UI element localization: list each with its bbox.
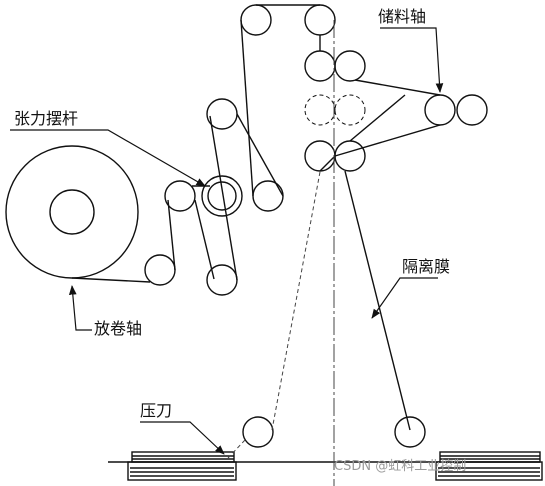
storage-shaft-leader bbox=[380, 27, 444, 93]
tension-arm-leader bbox=[10, 129, 206, 187]
press-knife-leader bbox=[140, 421, 225, 455]
centerlines bbox=[227, 20, 335, 486]
tension-arm bbox=[201, 175, 243, 217]
tension-arm-rollers bbox=[144, 98, 284, 296]
separator-film-leader bbox=[371, 277, 438, 319]
right-press-plate bbox=[435, 451, 543, 481]
web-path bbox=[71, 4, 441, 431]
left-press-plate bbox=[127, 451, 237, 481]
label-press-knife: 压刀 bbox=[140, 401, 172, 420]
dashed-rollers bbox=[304, 94, 366, 126]
watermark: CSDN @虹科工业控制 bbox=[334, 459, 466, 474]
bottom-rollers bbox=[242, 416, 426, 448]
label-unwind-shaft: 放卷轴 bbox=[94, 319, 142, 338]
label-tension-arm: 张力摆杆 bbox=[14, 109, 78, 128]
top-rollers bbox=[240, 4, 366, 82]
unwind-reel bbox=[5, 145, 139, 279]
label-separator-film: 隔离膜 bbox=[402, 257, 450, 276]
label-storage-shaft: 储料轴 bbox=[378, 7, 426, 26]
unwind-shaft-leader bbox=[68, 285, 92, 331]
